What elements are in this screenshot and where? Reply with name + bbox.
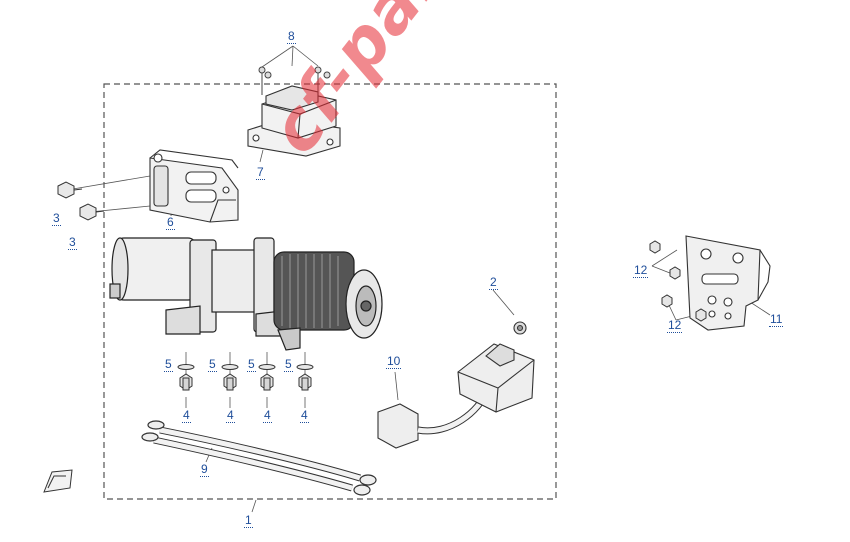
solenoid-contactor [247,85,341,157]
callout-10[interactable]: 10 [386,354,402,369]
fairlead-mount [149,149,239,223]
callout-5-b[interactable]: 5 [208,357,217,372]
callout-3-lower[interactable]: 3 [68,235,77,250]
callout-3-upper[interactable]: 3 [52,211,61,226]
callout-4-d[interactable]: 4 [300,408,309,423]
remote-switch [377,321,535,449]
callout-2[interactable]: 2 [489,275,498,290]
callout-12-lower[interactable]: 12 [667,318,683,333]
callout-1[interactable]: 1 [244,513,253,528]
callout-4-a[interactable]: 4 [182,408,191,423]
callout-4-b[interactable]: 4 [226,408,235,423]
kit-boundary [103,83,557,500]
bolts-3 [57,181,105,221]
bolt-set-9 [258,66,331,95]
callout-12-upper[interactable]: 12 [633,263,649,278]
power-cable [141,420,377,496]
callout-7[interactable]: 7 [256,165,265,180]
winch-assembly [109,237,383,351]
orientation-badge [43,469,73,493]
callout-5-a[interactable]: 5 [164,357,173,372]
callout-5-c[interactable]: 5 [247,357,256,372]
bolts-12 [649,240,707,322]
callout-5-d[interactable]: 5 [284,357,293,372]
callout-6[interactable]: 6 [166,215,175,230]
mounting-hardware-4-5 [177,364,314,391]
mounting-plate [685,235,771,331]
callout-4-c[interactable]: 4 [263,408,272,423]
callout-8[interactable]: 9 [200,462,209,477]
callout-11[interactable]: 11 [769,312,784,327]
callout-9[interactable]: 8 [287,29,296,44]
